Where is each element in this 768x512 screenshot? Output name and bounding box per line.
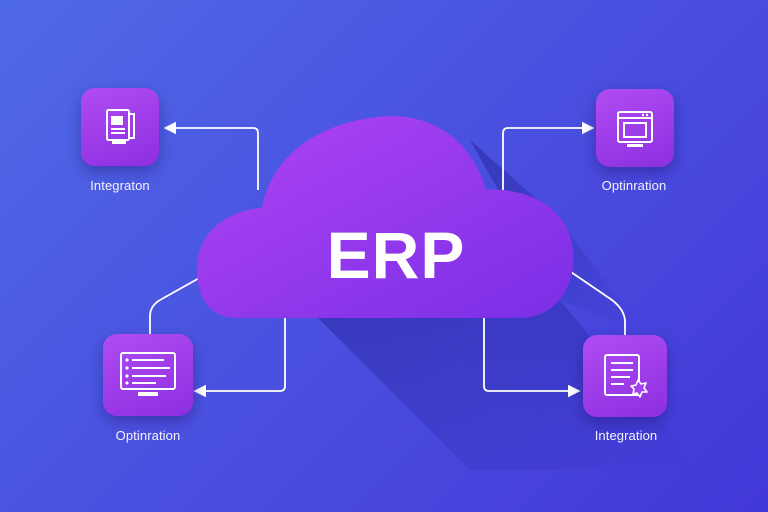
node-label-top-right: Optinration [601, 178, 667, 193]
node-label-top-left: Integraton [90, 178, 150, 193]
connector-top-left [163, 121, 259, 190]
list-monitor-icon [120, 352, 176, 396]
connector-bottom-right [483, 318, 581, 398]
erp-cloud [197, 116, 574, 319]
connector-right-diagonal [567, 269, 626, 336]
connector-top-right [502, 121, 595, 195]
node-label-bottom-left: Optinration [115, 428, 181, 443]
node-integration-bottom-right[interactable] [583, 335, 667, 417]
cloud-shadow [300, 300, 700, 470]
node-optimization-top-right[interactable] [596, 89, 674, 167]
document-icon [106, 109, 135, 144]
node-optimization-bottom-left[interactable] [103, 334, 193, 416]
node-label-bottom-right: Integration [594, 428, 658, 443]
checklist-badge-icon [604, 354, 648, 398]
node-integration-top-left[interactable] [81, 88, 159, 166]
connector-bottom-left [193, 318, 286, 398]
connector-left-diagonal [149, 271, 211, 336]
browser-window-icon [617, 111, 653, 147]
cloud-label: ERP [327, 218, 466, 292]
